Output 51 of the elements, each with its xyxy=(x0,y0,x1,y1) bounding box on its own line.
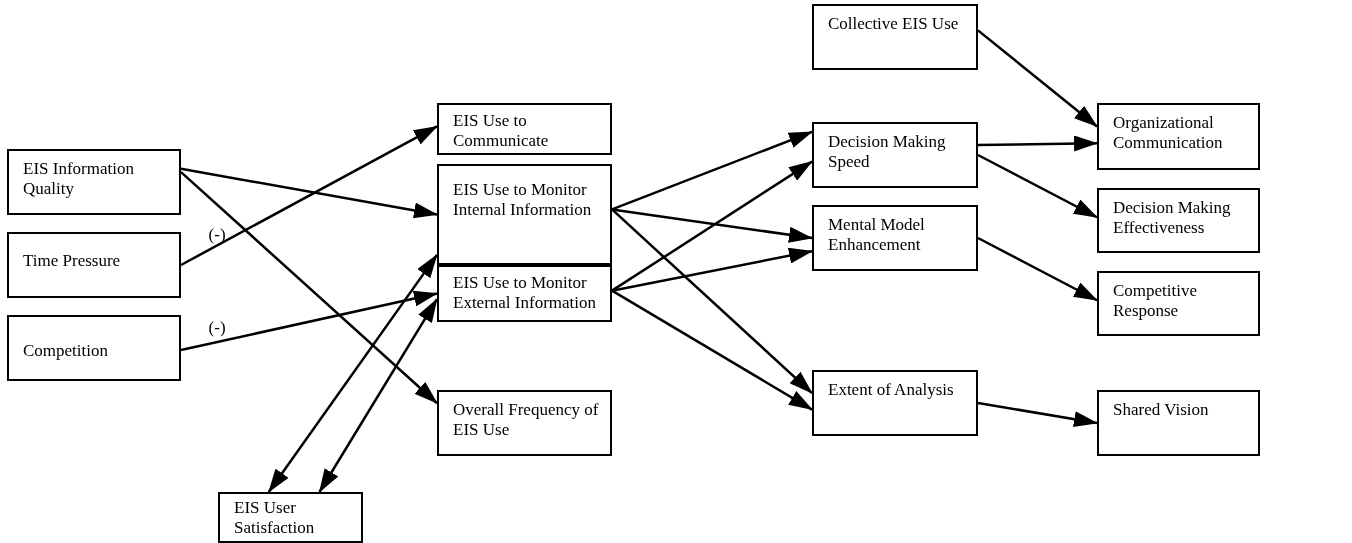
arrow xyxy=(611,208,813,243)
construct-box xyxy=(812,205,978,271)
edge-label: (-) xyxy=(208,226,226,245)
construct-label: EIS User Satisfaction xyxy=(234,498,316,538)
construct-label: EIS Use to Monitor Internal Information xyxy=(453,180,593,220)
arrow xyxy=(611,208,813,395)
arrow xyxy=(977,236,1098,302)
construct-box xyxy=(218,492,363,543)
construct-box xyxy=(437,265,612,322)
arrow xyxy=(977,401,1098,428)
arrow xyxy=(977,29,1098,128)
arrow xyxy=(180,171,438,405)
edge-label: (-) xyxy=(208,319,226,338)
arrow xyxy=(180,125,438,267)
construct-label: EIS Use to Monitor External Information xyxy=(453,273,598,313)
construct-label: Collective EIS Use xyxy=(828,14,960,34)
construct-box xyxy=(812,122,978,188)
construct-label: EIS Information Quality xyxy=(23,159,135,199)
construct-box xyxy=(1097,103,1260,170)
construct-box xyxy=(437,164,612,265)
arrow xyxy=(180,290,438,352)
construct-label: EIS Use to Communicate xyxy=(453,111,550,151)
construct-label: Shared Vision xyxy=(1113,400,1210,420)
construct-label: Overall Frequency of EIS Use xyxy=(453,400,600,440)
construct-box xyxy=(1097,271,1260,336)
construct-label: Time Pressure xyxy=(23,251,122,271)
construct-label: Extent of Analysis xyxy=(828,380,955,400)
arrow xyxy=(611,160,813,292)
construct-label: Decision Making Speed xyxy=(828,132,947,172)
construct-box xyxy=(812,4,978,70)
arrow xyxy=(611,247,813,292)
construct-box xyxy=(7,232,181,298)
construct-label: Competition xyxy=(23,341,109,361)
construct-box xyxy=(1097,188,1260,253)
construct-box xyxy=(1097,390,1260,456)
construct-label: Organizational Communication xyxy=(1113,113,1224,153)
arrow xyxy=(977,153,1098,219)
construct-box xyxy=(7,315,181,381)
construct-box xyxy=(812,370,978,436)
construct-label: Mental Model Enhancement xyxy=(828,215,926,255)
arrow xyxy=(611,130,813,211)
construct-label: Competitive Response xyxy=(1113,281,1199,321)
construct-box xyxy=(437,390,612,456)
construct-label: Decision Making Effectiveness xyxy=(1113,198,1232,238)
arrow xyxy=(180,167,438,219)
construct-box xyxy=(7,149,181,215)
arrow xyxy=(977,135,1098,152)
arrow xyxy=(267,254,439,493)
arrow xyxy=(318,298,439,493)
arrow xyxy=(611,289,813,411)
construct-box xyxy=(437,103,612,155)
